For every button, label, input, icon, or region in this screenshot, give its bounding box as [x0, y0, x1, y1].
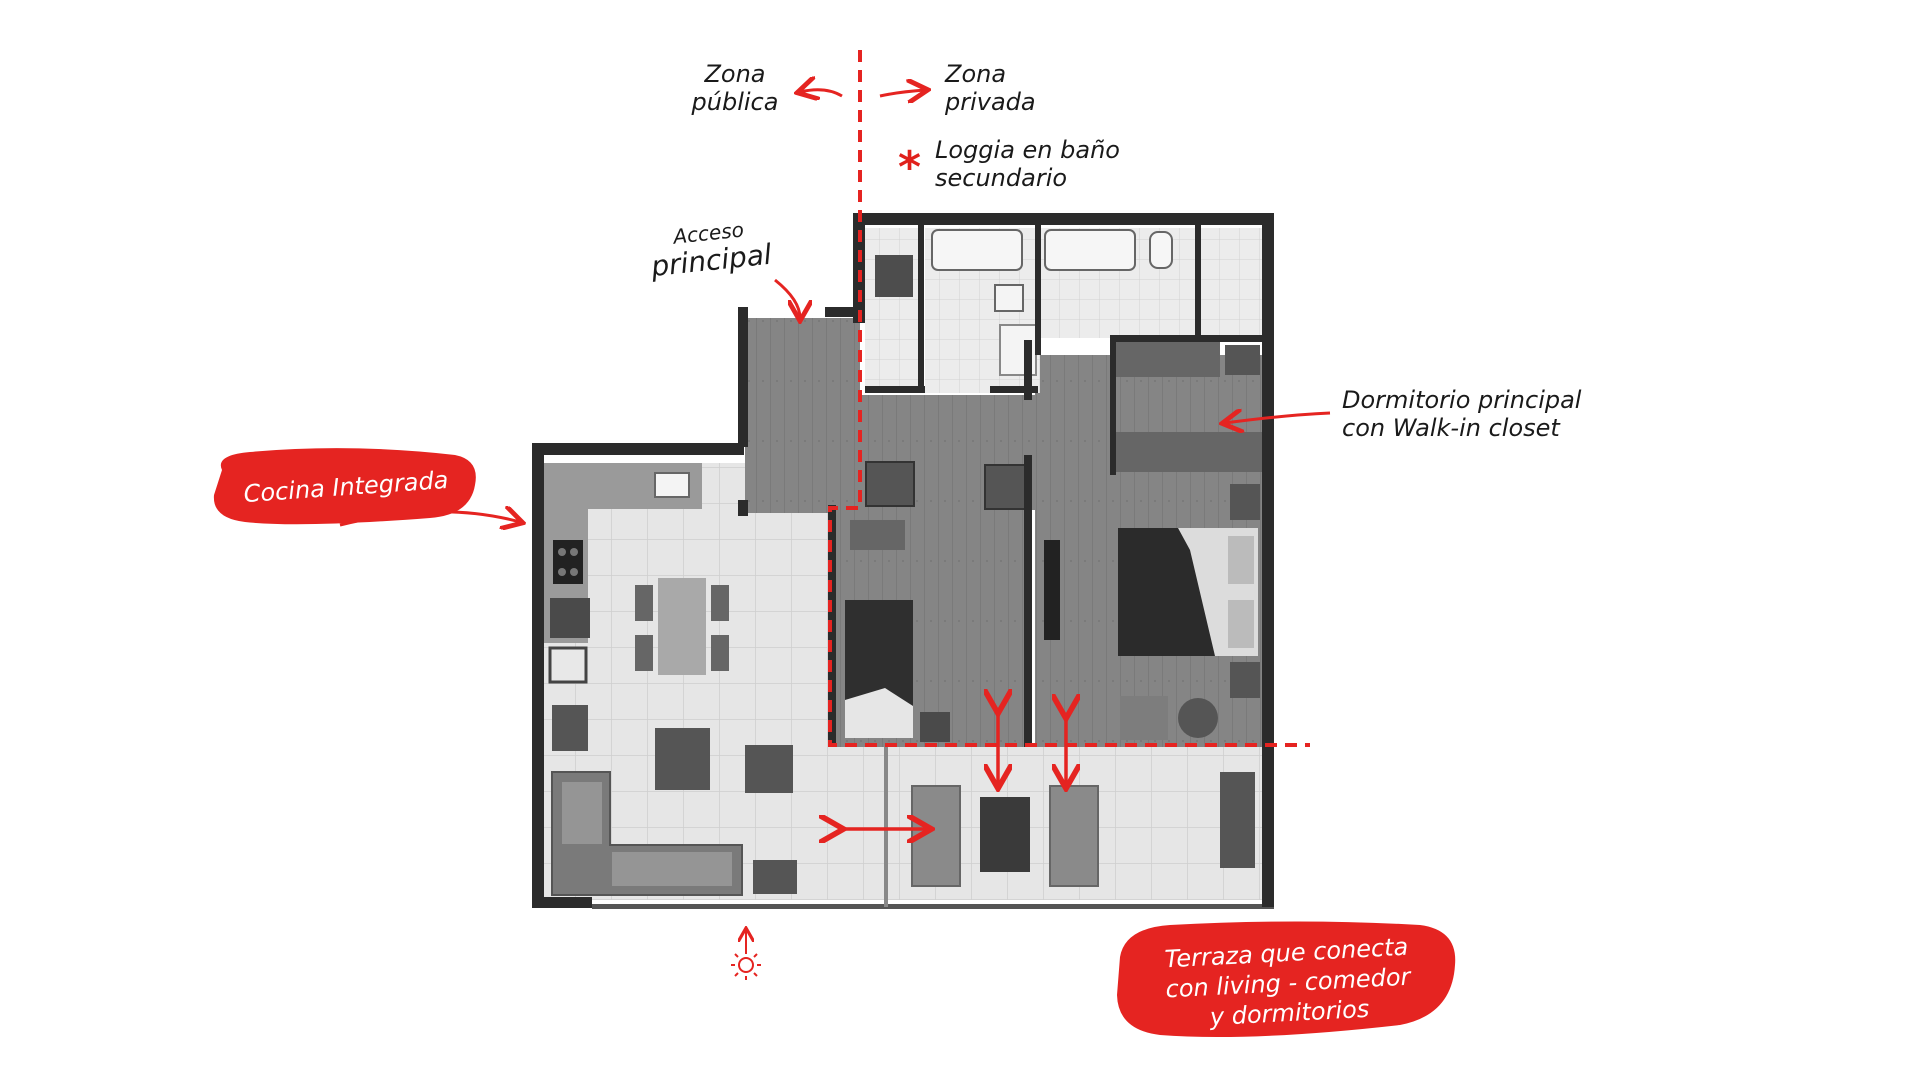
bathtub-2: [1044, 229, 1136, 271]
hall-closet-2: [984, 464, 1031, 510]
cooktop: [553, 540, 583, 584]
sun-icon: [731, 950, 761, 980]
oven: [548, 646, 588, 684]
closet-unit-2: [1115, 432, 1263, 472]
sink: [654, 472, 690, 498]
dormitorio-label: Dormitorio principal con Walk-in closet: [1342, 386, 1581, 442]
zona-publica-label: Zona pública: [690, 60, 780, 116]
nightstand-1: [1230, 484, 1260, 520]
zona-publica-line-1: Zona: [704, 60, 766, 88]
arrow-right-privada: [879, 90, 925, 96]
terrace-bench: [1220, 772, 1255, 868]
arrow-left-publica: [800, 90, 843, 96]
arrow-dormitorio: [1225, 413, 1331, 423]
cocina-pill-shape: [213, 448, 476, 525]
dormitorio-line-1: Dormitorio principal: [1342, 386, 1582, 414]
closet-unit-1: [1115, 342, 1220, 377]
washing-machine: [875, 255, 913, 297]
terraza-pill-shape: [1117, 921, 1456, 1038]
bathtub: [931, 229, 1023, 271]
asterisk-icon: *: [898, 142, 922, 193]
fridge: [550, 598, 590, 638]
dormitorio-line-2: con Walk-in closet: [1342, 414, 1560, 442]
toilet: [1149, 231, 1173, 269]
zona-privada-label: Zona privada: [945, 60, 1036, 116]
loggia-label: Loggia en baño secundario: [935, 136, 1120, 192]
cabinet: [552, 705, 588, 751]
nightstand-2: [920, 712, 950, 742]
zona-privada-line-1: Zona: [945, 60, 1007, 88]
hall-closet-1: [865, 461, 915, 507]
tv: [1044, 540, 1060, 640]
loggia-line-1: Loggia en baño: [935, 136, 1120, 164]
entrance-hall-floor: [745, 318, 860, 513]
bedroom-armchair: [1120, 696, 1168, 740]
dining-table: [658, 578, 706, 675]
zona-privada-line-2: privada: [945, 88, 1036, 116]
terraza-label: Terraza que conecta con living - comedor…: [1118, 929, 1458, 1036]
coffee-table: [655, 728, 710, 790]
terrace-table: [980, 797, 1030, 872]
furniture: [542, 229, 1263, 896]
side-table: [753, 860, 797, 894]
zona-publica-line-2: pública: [691, 88, 779, 116]
wardrobe-2: [850, 520, 905, 550]
nightstand-3: [1230, 662, 1260, 698]
washbasin: [994, 284, 1024, 312]
laundry-floor: [865, 228, 920, 393]
annotation-graphics: [339, 50, 1331, 950]
arrow-acceso: [774, 278, 800, 318]
armchair: [745, 745, 793, 793]
loggia-line-2: secundario: [935, 164, 1068, 192]
round-table: [1178, 698, 1218, 738]
terrace-sofa-left: [911, 785, 961, 887]
closet-floor: [1195, 228, 1265, 338]
terrace-sofa-right: [1049, 785, 1099, 887]
